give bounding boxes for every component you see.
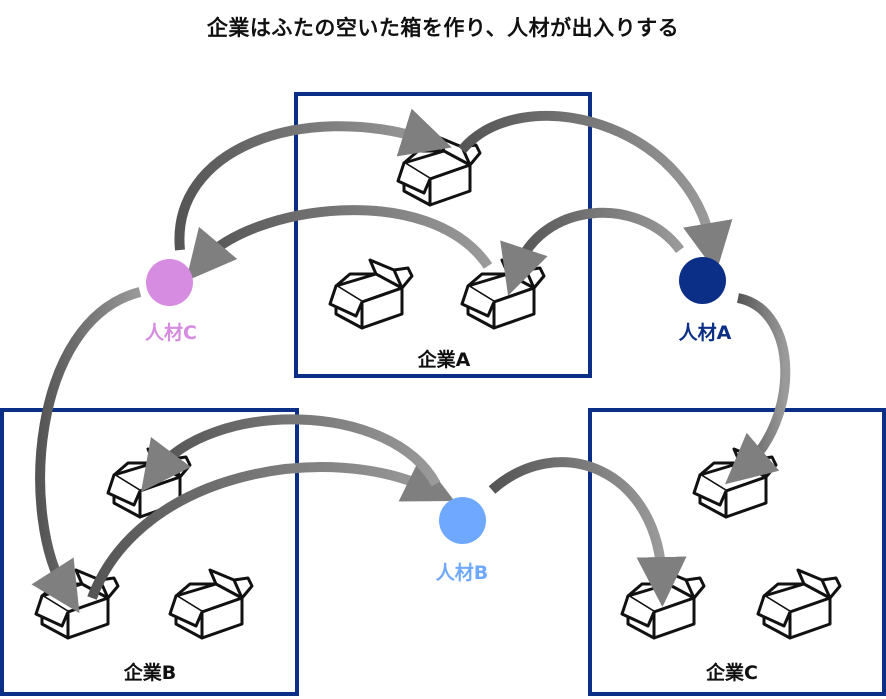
open-box-icon bbox=[168, 568, 254, 640]
arrow-a-box-to-c bbox=[185, 205, 493, 282]
company-c-label: 企業C bbox=[706, 662, 758, 684]
open-box-icon bbox=[756, 568, 842, 640]
open-box-icon bbox=[34, 568, 120, 640]
company-b-label: 企業B bbox=[123, 662, 177, 684]
open-box-icon bbox=[460, 258, 546, 330]
person-b-node bbox=[439, 497, 486, 544]
arrow-b-to-c-box bbox=[488, 457, 687, 607]
diagram-title: 企業はふたの空いた箱を作り、人材が出入りする bbox=[206, 16, 680, 40]
arrow-a-to-c-box bbox=[725, 293, 791, 485]
person-c-label: 人材C bbox=[145, 322, 197, 344]
person-c-node bbox=[146, 259, 193, 306]
company-a-label: 企業A bbox=[417, 349, 471, 371]
arrow-c-to-b-box bbox=[31, 287, 142, 614]
arrow-a-top-to-a bbox=[458, 110, 733, 273]
arrow-a-to-a-box bbox=[500, 207, 685, 296]
person-a-node bbox=[679, 257, 726, 304]
open-box-icon bbox=[692, 447, 778, 519]
arrow-c-to-a-top bbox=[174, 108, 452, 251]
arrow-b-box-to-b bbox=[87, 456, 455, 600]
person-a-label: 人材A bbox=[678, 322, 732, 344]
open-box-icon bbox=[328, 258, 414, 330]
arrow-b-to-b-box bbox=[140, 414, 441, 492]
person-b-label: 人材B bbox=[435, 562, 489, 584]
